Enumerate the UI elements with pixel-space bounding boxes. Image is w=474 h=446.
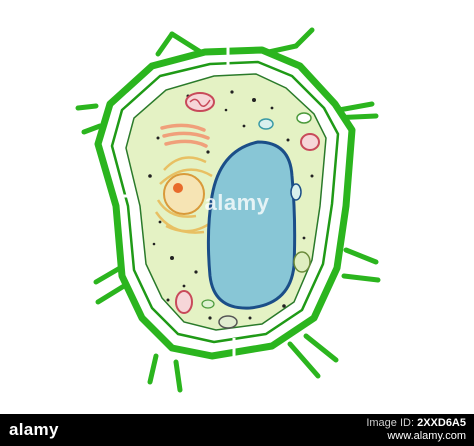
golgi-icon [160, 123, 210, 148]
nucleolus-icon [173, 183, 183, 193]
footer-bar: alamy Image ID: 2XXD6A5 www.alamy.com [0, 414, 474, 446]
footer-site-link[interactable]: www.alamy.com [387, 430, 466, 442]
footer-meta: Image ID: 2XXD6A5 www.alamy.com [366, 417, 466, 443]
chloroplast-icon [201, 112, 312, 329]
vacuole-icon [206, 140, 297, 310]
nucleus-icon [163, 173, 205, 215]
image-id: 2XXD6A5 [417, 417, 466, 429]
footer-logo: alamy [9, 420, 59, 439]
plasmodesmata [118, 44, 236, 362]
cytoplasm-granules [148, 90, 314, 320]
cell-membrane [110, 60, 340, 344]
image-id-label: Image ID: [366, 417, 415, 429]
mitochondria-icon [175, 92, 320, 314]
